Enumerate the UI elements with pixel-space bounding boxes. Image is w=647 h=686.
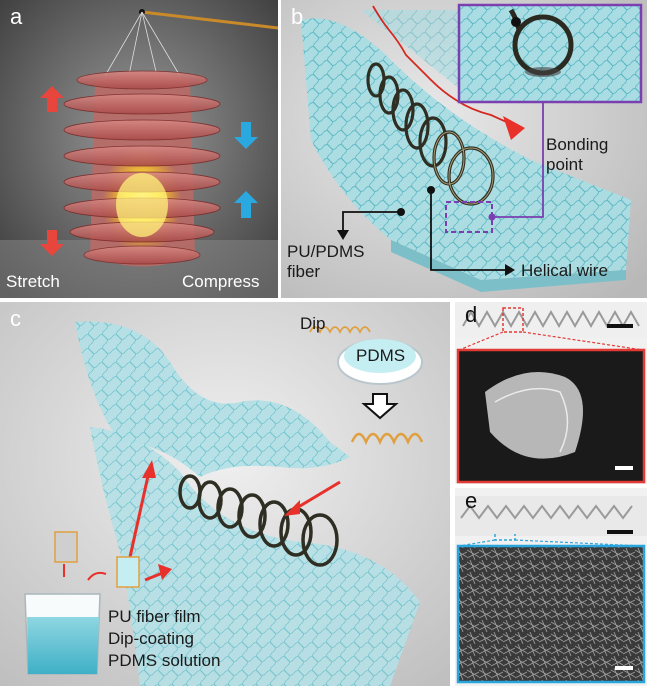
panel-d: d — [455, 302, 647, 484]
bonding-point-label: Bonding point — [546, 135, 609, 174]
panel-label-d: d — [465, 302, 478, 327]
compress-arrow-icon — [234, 122, 258, 218]
panel-label-b: b — [291, 4, 304, 29]
scale-bar — [607, 530, 633, 534]
panel-c: c Dip PDMS PU fiber film Dip-coating PDM… — [0, 302, 450, 686]
panel-b: b Bonding point PU/PDMS fiber Helical wi… — [281, 0, 647, 298]
panel-a: a Stretch Compress — [0, 0, 278, 298]
pdms-dish-label: PDMS — [356, 346, 406, 365]
fiber-micrograph-e — [455, 496, 647, 684]
helical-wire-fiber-illustration — [281, 0, 647, 298]
spring-micrograph-d — [455, 302, 647, 484]
lantern-illustration — [0, 0, 278, 298]
dip-label: Dip — [300, 314, 326, 333]
panel-label-e: e — [465, 488, 478, 513]
process-label-3: PDMS solution — [108, 651, 221, 670]
process-label-1: PU fiber film — [108, 607, 201, 626]
compress-label: Compress — [182, 272, 260, 291]
stretch-label: Stretch — [6, 272, 60, 291]
down-arrow-icon — [361, 393, 399, 420]
panel-label-a: a — [10, 4, 23, 29]
stretch-arrow-icon — [40, 86, 64, 256]
panel-e: e — [455, 488, 647, 686]
fabrication-process-illustration — [0, 302, 450, 686]
panel-label-c: c — [10, 306, 21, 331]
scale-bar — [607, 324, 633, 328]
fiber-label: PU/PDMS fiber — [287, 242, 365, 281]
helical-wire-label: Helical wire — [521, 261, 608, 280]
process-label-2: Dip-coating — [108, 629, 194, 648]
